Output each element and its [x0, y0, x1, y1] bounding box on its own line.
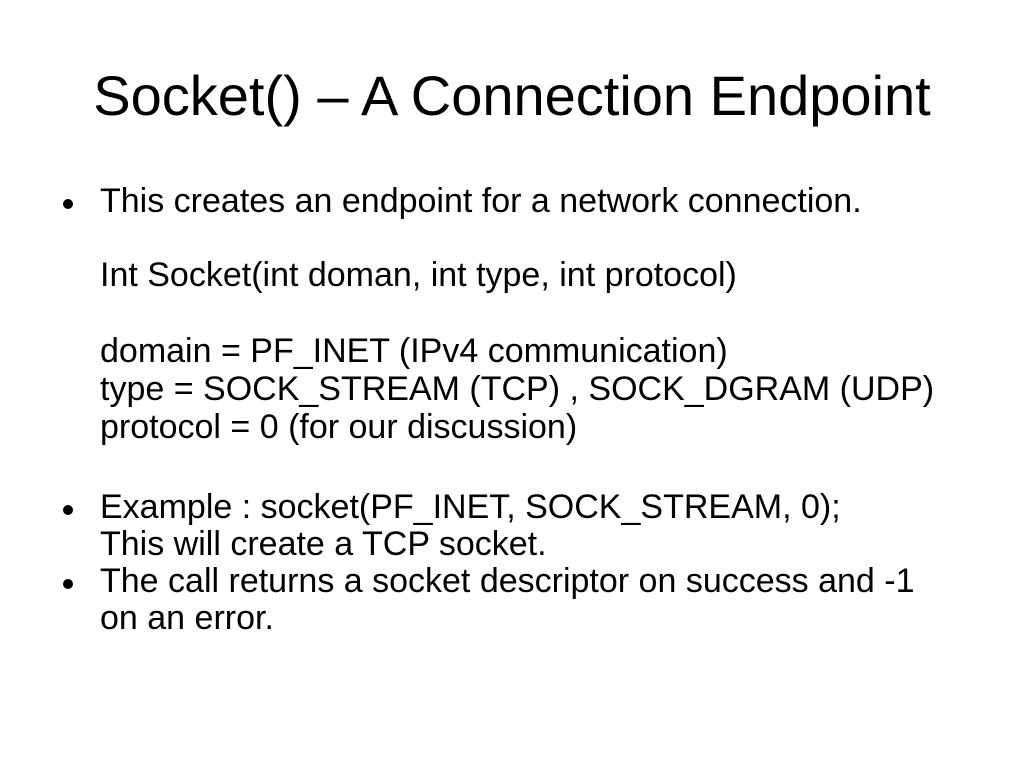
code-line-block: Int Socket(int doman, int type, int prot…	[100, 257, 737, 294]
bullet-icon	[63, 505, 73, 515]
bullet-icon	[63, 579, 73, 589]
text-line: protocol = 0 (for our discussion)	[100, 408, 578, 446]
parameter-list-block: domain = PF_INET (IPv4 communication) ty…	[100, 332, 934, 446]
text-line: This will create a TCP socket.	[100, 525, 547, 563]
text-line: The call returns a socket descriptor on …	[100, 562, 915, 600]
bullet-item: The call returns a socket descriptor on …	[63, 562, 915, 637]
text-line: This creates an endpoint for a network c…	[100, 182, 862, 220]
text-line: domain = PF_INET (IPv4 communication)	[100, 332, 728, 370]
slide-title: Socket() – A Connection Endpoint	[93, 64, 931, 127]
bullet-item: This creates an endpoint for a network c…	[63, 182, 862, 220]
text-line: Example : socket(PF_INET, SOCK_STREAM, 0…	[100, 488, 841, 526]
text-line: type = SOCK_STREAM (TCP) , SOCK_DGRAM (U…	[100, 370, 935, 408]
bullet-item: Example : socket(PF_INET, SOCK_STREAM, 0…	[63, 488, 841, 563]
text-line: on an error.	[100, 599, 274, 637]
bullet-icon	[63, 199, 73, 209]
text-line: Int Socket(int doman, int type, int prot…	[100, 256, 737, 294]
